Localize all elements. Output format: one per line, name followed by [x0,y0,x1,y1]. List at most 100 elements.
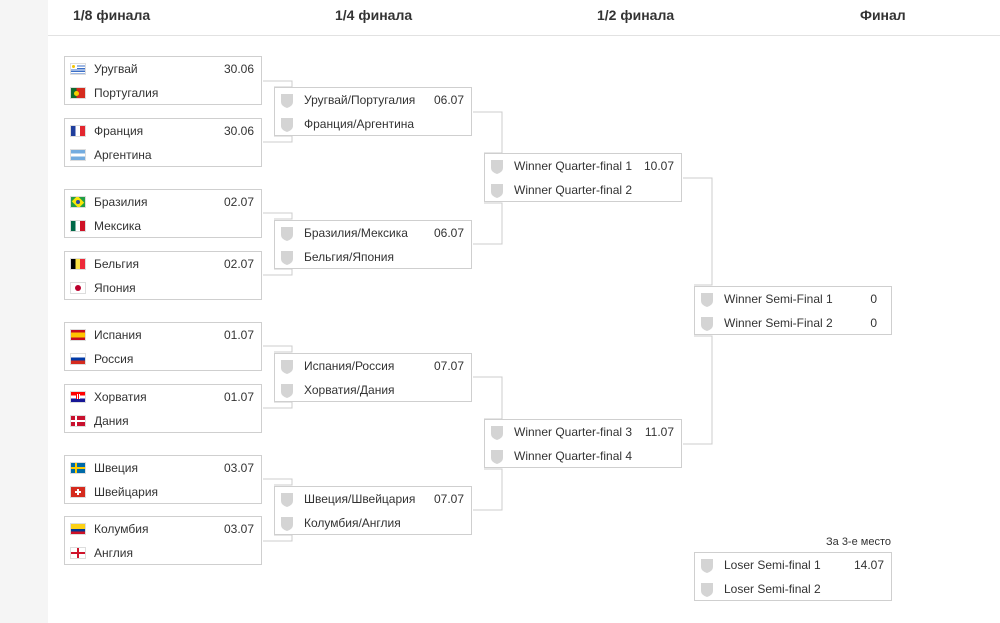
team-name: Winner Semi-Final 2 [724,316,833,330]
team-name: Франция [94,124,144,138]
match-r16-4[interactable]: Бельгия 02.07 Япония [64,251,262,300]
team-name: Winner Quarter-final 4 [514,449,633,463]
team-row[interactable]: Loser Semi-final 1 14.07 [695,554,891,578]
shield-icon [281,118,293,132]
team-name: Бразилия [94,195,148,209]
match-r16-6[interactable]: Хорватия 01.07 Дания [64,384,262,433]
match-r16-7[interactable]: Швеция 03.07 Швейцария [64,455,262,504]
team-row[interactable]: Аргентина [65,144,261,168]
team-row[interactable]: Бельгия 02.07 [65,253,261,277]
team-row[interactable]: Япония [65,277,261,301]
team-row[interactable]: Колумбия/Англия [275,512,471,536]
team-row[interactable]: Хорватия 01.07 [65,386,261,410]
team-score: 0 [870,292,877,306]
match-r16-3[interactable]: Бразилия 02.07 Мексика [64,189,262,238]
team-name: Winner Quarter-final 2 [514,183,633,197]
shield-icon [491,184,503,198]
match-date: 07.07 [433,359,464,373]
match-r16-5[interactable]: Испания 01.07 Россия [64,322,262,371]
match-date: 01.07 [223,328,254,342]
team-name: Бельгия [94,257,139,271]
team-row[interactable]: Швейцария [65,481,261,505]
team-row[interactable]: Франция 30.06 [65,120,261,144]
team-row[interactable]: Португалия [65,82,261,106]
match-date: 30.06 [223,62,254,76]
match-date: 03.07 [223,461,254,475]
team-score: 0 [870,316,877,330]
team-name: Loser Semi-final 1 [724,558,821,572]
shield-icon [281,360,293,374]
team-name: Швейцария [94,485,159,499]
flag-russia-icon [70,353,86,365]
match-qf-1[interactable]: Уругвай/Португалия 06.07 Франция/Аргенти… [274,87,472,136]
team-row[interactable]: Бельгия/Япония [275,246,471,270]
team-row[interactable]: Мексика [65,215,261,239]
header-divider [48,35,1000,36]
team-row[interactable]: Winner Quarter-final 3 11.07 [485,421,681,445]
team-row[interactable]: Winner Quarter-final 4 [485,445,681,469]
shield-icon [281,251,293,265]
flag-uruguay-icon [70,63,86,75]
match-third-place[interactable]: Loser Semi-final 1 14.07 Loser Semi-fina… [694,552,892,601]
team-name: Франция/Аргентина [304,117,415,131]
team-row[interactable]: Колумбия 03.07 [65,518,261,542]
match-qf-2[interactable]: Бразилия/Мексика 06.07 Бельгия/Япония [274,220,472,269]
team-row[interactable]: Дания [65,410,261,434]
match-r16-1[interactable]: Уругвай 30.06 Португалия [64,56,262,105]
team-row[interactable]: Бразилия 02.07 [65,191,261,215]
team-row[interactable]: Хорватия/Дания [275,379,471,403]
team-name: Мексика [94,219,142,233]
team-row[interactable]: Швеция 03.07 [65,457,261,481]
team-row[interactable]: Уругвай/Португалия 06.07 [275,89,471,113]
match-sf-1[interactable]: Winner Quarter-final 1 10.07 Winner Quar… [484,153,682,202]
team-row[interactable]: Winner Semi-Final 1 0 [695,288,891,312]
team-row[interactable]: Россия [65,348,261,372]
team-name: Колумбия/Англия [304,516,401,530]
flag-belgium-icon [70,258,86,270]
team-row[interactable]: Winner Quarter-final 2 [485,179,681,203]
match-date: 02.07 [223,195,254,209]
team-name: Winner Quarter-final 3 [514,425,633,439]
shield-icon [491,160,503,174]
team-name: Хорватия/Дания [304,383,395,397]
team-row[interactable]: Франция/Аргентина [275,113,471,137]
shield-icon [281,94,293,108]
flag-mexico-icon [70,220,86,232]
match-final[interactable]: Winner Semi-Final 1 0 Winner Semi-Final … [694,286,892,335]
match-r16-2[interactable]: Франция 30.06 Аргентина [64,118,262,167]
team-row[interactable]: Loser Semi-final 2 [695,578,891,602]
round-title-r16: 1/8 финала [73,7,151,23]
flag-switzerland-icon [70,486,86,498]
team-row[interactable]: Бразилия/Мексика 06.07 [275,222,471,246]
flag-france-icon [70,125,86,137]
match-date: 03.07 [223,522,254,536]
shield-icon [701,293,713,307]
match-r16-8[interactable]: Колумбия 03.07 Англия [64,516,262,565]
match-date: 06.07 [433,226,464,240]
match-date: 06.07 [433,93,464,107]
team-row[interactable]: Winner Semi-Final 2 0 [695,312,891,336]
shield-icon [701,559,713,573]
match-qf-4[interactable]: Швеция/Швейцария 07.07 Колумбия/Англия [274,486,472,535]
flag-argentina-icon [70,149,86,161]
match-date: 14.07 [853,558,884,572]
flag-colombia-icon [70,523,86,535]
match-date: 10.07 [643,159,674,173]
match-qf-3[interactable]: Испания/Россия 07.07 Хорватия/Дания [274,353,472,402]
team-row[interactable]: Уругвай 30.06 [65,58,261,82]
team-name: Winner Semi-Final 1 [724,292,833,306]
team-row[interactable]: Испания 01.07 [65,324,261,348]
shield-icon [491,450,503,464]
match-date: 01.07 [223,390,254,404]
team-name: Колумбия [94,522,149,536]
team-row[interactable]: Англия [65,542,261,566]
team-row[interactable]: Winner Quarter-final 1 10.07 [485,155,681,179]
team-row[interactable]: Швеция/Швейцария 07.07 [275,488,471,512]
flag-brazil-icon [70,196,86,208]
shield-icon [281,384,293,398]
flag-spain-icon [70,329,86,341]
team-row[interactable]: Испания/Россия 07.07 [275,355,471,379]
match-sf-2[interactable]: Winner Quarter-final 3 11.07 Winner Quar… [484,419,682,468]
flag-england-icon [70,547,86,559]
shield-icon [281,493,293,507]
